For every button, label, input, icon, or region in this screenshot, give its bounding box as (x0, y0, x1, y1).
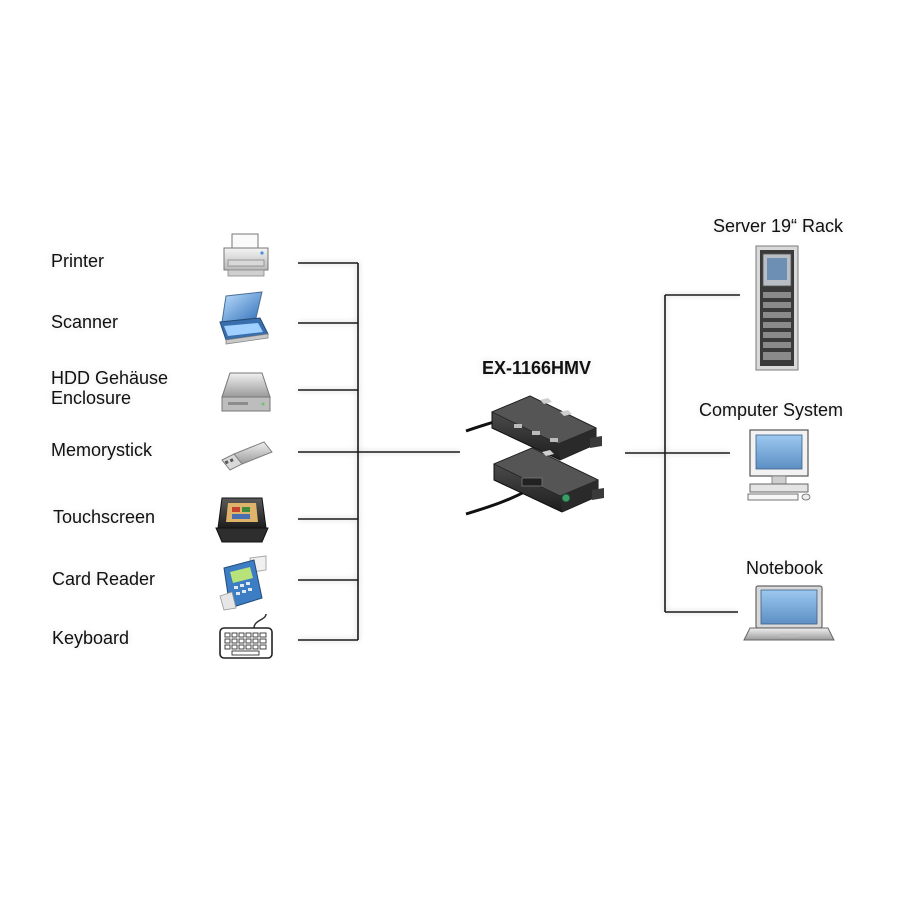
hub-model-title: EX-1166HMV (482, 358, 592, 378)
scanner-label: Scanner (51, 312, 119, 332)
memorystick-label: Memorystick (51, 440, 153, 460)
label-printer: Printer (51, 251, 104, 271)
printer-icon (223, 233, 269, 277)
hdd-label-line-2: Enclosure (51, 388, 132, 408)
card-reader-label: Card Reader (52, 569, 156, 589)
printer-label: Printer (51, 251, 105, 271)
label-scanner: Scanner (51, 312, 118, 332)
notebook-label: Notebook (746, 558, 824, 578)
server-rack-label: Server 19“ Rack (713, 216, 844, 236)
label-touchscreen: Touchscreen (53, 507, 155, 527)
card-reader-icon (219, 555, 267, 611)
host-connector-lines (625, 294, 740, 613)
usb-memorystick-icon (221, 441, 273, 471)
touchscreen-label: Touchscreen (53, 507, 156, 527)
label-hdd-enclosure: HDD Gehäuse Enclosure (51, 368, 168, 408)
hdd-label-line-1: HDD Gehäuse (51, 368, 169, 388)
desktop-computer-icon (747, 429, 811, 501)
hdd-enclosure-icon (221, 372, 271, 412)
label-notebook: Notebook (746, 558, 823, 578)
label-memorystick: Memorystick (51, 440, 152, 460)
label-server-rack: Server 19“ Rack (713, 216, 843, 236)
touchscreen-pos-icon (215, 497, 269, 543)
computer-system-label: Computer System (699, 400, 844, 420)
peripheral-connector-lines (298, 262, 460, 641)
keyboard-icon (219, 613, 273, 659)
usb-hub-device-icon (465, 395, 604, 516)
scanner-icon (219, 291, 269, 345)
label-card-reader: Card Reader (52, 569, 155, 589)
label-computer-system: Computer System (699, 400, 843, 420)
notebook-icon (743, 585, 835, 641)
keyboard-label: Keyboard (52, 628, 130, 648)
server-rack-icon (755, 245, 799, 371)
label-keyboard: Keyboard (52, 628, 129, 648)
